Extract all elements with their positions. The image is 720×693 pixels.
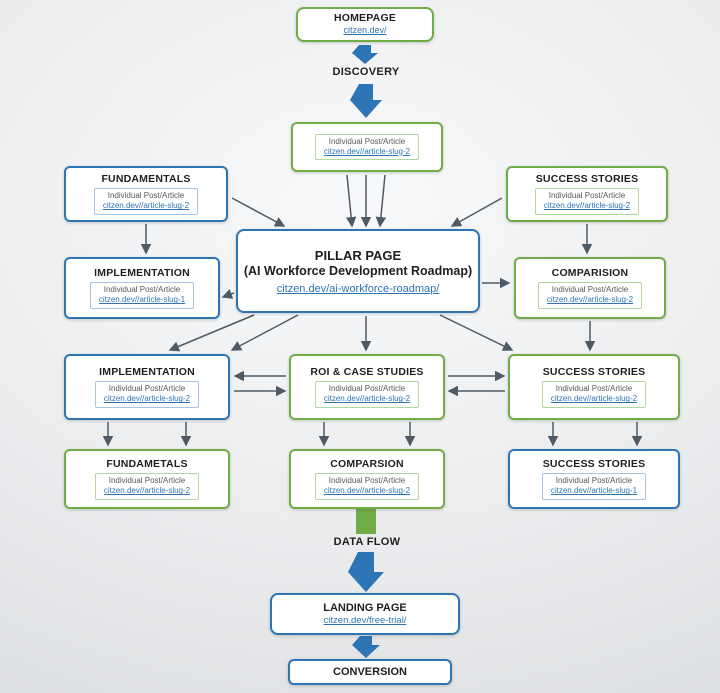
article-ref: Individual Post/Article citzen.dev//arti… xyxy=(314,381,420,408)
node-comparsion-bottom: COMPARSION Individual Post/Article citze… xyxy=(289,449,445,509)
node-title: COMPARISION xyxy=(551,267,629,280)
article-label: Individual Post/Article xyxy=(328,476,406,486)
node-fundametals-bottom: FUNDAMETALS Individual Post/Article citz… xyxy=(64,449,230,509)
article-ref: Individual Post/Article citzen.dev//arti… xyxy=(94,473,200,500)
node-title: FUNDAMENTALS xyxy=(101,173,191,186)
data-flow-label: DATA FLOW xyxy=(333,536,401,548)
article-link[interactable]: citzen.dev//article-slug-2 xyxy=(550,394,638,404)
node-implementation-mid: IMPLEMENTATION Individual Post/Article c… xyxy=(64,354,230,420)
node-article-top: Individual Post/Article citzen.dev//arti… xyxy=(291,122,443,172)
node-implementation-upper: IMPLEMENTATION Individual Post/Article c… xyxy=(64,257,220,319)
article-ref: Individual Post/Article citzen.dev//arti… xyxy=(541,381,647,408)
article-label: Individual Post/Article xyxy=(103,285,181,295)
article-label: Individual Post/Article xyxy=(108,384,186,394)
article-link[interactable]: citzen.dev//article-slug-2 xyxy=(103,486,191,496)
article-link[interactable]: citzen.dev//article-slug-2 xyxy=(323,486,411,496)
article-link[interactable]: citzen.dev//article-slug-2 xyxy=(543,201,631,211)
homepage-to-discovery-arrow xyxy=(352,45,378,64)
article-label: Individual Post/Article xyxy=(551,285,629,295)
article-label: Individual Post/Article xyxy=(328,384,406,394)
article-ref: Individual Post/Article citzen.dev//arti… xyxy=(89,282,195,309)
article-link[interactable]: citzen.dev//article-slug-1 xyxy=(98,295,186,305)
node-roi-case-studies: ROI & CASE STUDIES Individual Post/Artic… xyxy=(289,354,445,420)
node-success-stories-top: SUCCESS STORIES Individual Post/Article … xyxy=(506,166,668,222)
node-pillar-page: PILLAR PAGE (AI Workforce Development Ro… xyxy=(236,229,480,313)
article-link[interactable]: citzen.dev//article-slug-2 xyxy=(103,394,191,404)
discovery-to-article-arrow xyxy=(350,84,382,118)
article-link[interactable]: citzen.dev//article-slug-2 xyxy=(102,201,190,211)
article-link[interactable]: citzen.dev//article-slug-2 xyxy=(323,394,411,404)
node-title: FUNDAMETALS xyxy=(106,458,188,471)
node-title: ROI & CASE STUDIES xyxy=(310,366,424,379)
article-label: Individual Post/Article xyxy=(328,136,406,146)
node-title: PILLAR PAGE xyxy=(314,247,402,263)
article-ref: Individual Post/Article citzen.dev//arti… xyxy=(541,473,647,500)
node-homepage: HOMEPAGE citzen.dev/ xyxy=(296,7,434,42)
node-conversion: CONVERSION xyxy=(288,659,452,685)
node-title: SUCCESS STORIES xyxy=(542,458,646,471)
node-comparision-upper: COMPARISION Individual Post/Article citz… xyxy=(514,257,666,319)
article-label: Individual Post/Article xyxy=(108,476,186,486)
node-success-stories-bottom: SUCCESS STORIES Individual Post/Article … xyxy=(508,449,680,509)
node-title: COMPARSION xyxy=(330,458,404,471)
homepage-link[interactable]: citzen.dev/ xyxy=(343,25,387,36)
node-landing-page: LANDING PAGE citzen.dev/free-trial/ xyxy=(270,593,460,635)
landing-to-conversion-arrow xyxy=(352,636,380,658)
article-label: Individual Post/Article xyxy=(548,191,626,201)
article-ref: Individual Post/Article citzen.dev//arti… xyxy=(537,282,643,309)
article-label: Individual Post/Article xyxy=(555,384,633,394)
node-title: CONVERSION xyxy=(333,666,407,678)
article-ref: Individual Post/Article citzen.dev//arti… xyxy=(93,188,199,215)
node-fundamentals-top: FUNDAMENTALS Individual Post/Article cit… xyxy=(64,166,228,222)
article-link[interactable]: citzen.dev//article-slug-2 xyxy=(546,295,634,305)
article-ref: Individual Post/Article citzen.dev//arti… xyxy=(94,381,200,408)
article-link[interactable]: citzen.dev//article-slug-1 xyxy=(550,486,638,496)
article-label: Individual Post/Article xyxy=(107,191,185,201)
node-title: SUCCESS STORIES xyxy=(535,173,639,186)
node-title: SUCCESS STORIES xyxy=(542,366,646,379)
node-title: IMPLEMENTATION xyxy=(94,267,190,280)
pillar-link[interactable]: citzen.dev/ai-workforce-roadmap/ xyxy=(276,282,440,295)
node-title: IMPLEMENTATION xyxy=(99,366,195,379)
node-success-stories-mid: SUCCESS STORIES Individual Post/Article … xyxy=(508,354,680,420)
article-ref: Individual Post/Article citzen.dev//arti… xyxy=(534,188,640,215)
node-title: LANDING PAGE xyxy=(323,602,407,614)
article-link[interactable]: citzen.dev//article-slug-2 xyxy=(323,146,411,156)
data-flow-to-landing-arrow xyxy=(348,552,384,592)
article-ref: Individual Post/Article citzen.dev//arti… xyxy=(314,473,420,500)
node-subtitle: (AI Workforce Development Roadmap) xyxy=(243,263,473,278)
article-label: Individual Post/Article xyxy=(555,476,633,486)
discovery-label: DISCOVERY xyxy=(332,66,400,78)
node-title: HOMEPAGE xyxy=(333,12,397,25)
data-flow-green-segment xyxy=(356,509,376,534)
landing-link[interactable]: citzen.dev/free-trial/ xyxy=(323,615,407,626)
article-ref: Individual Post/Article citzen.dev//arti… xyxy=(314,133,420,161)
